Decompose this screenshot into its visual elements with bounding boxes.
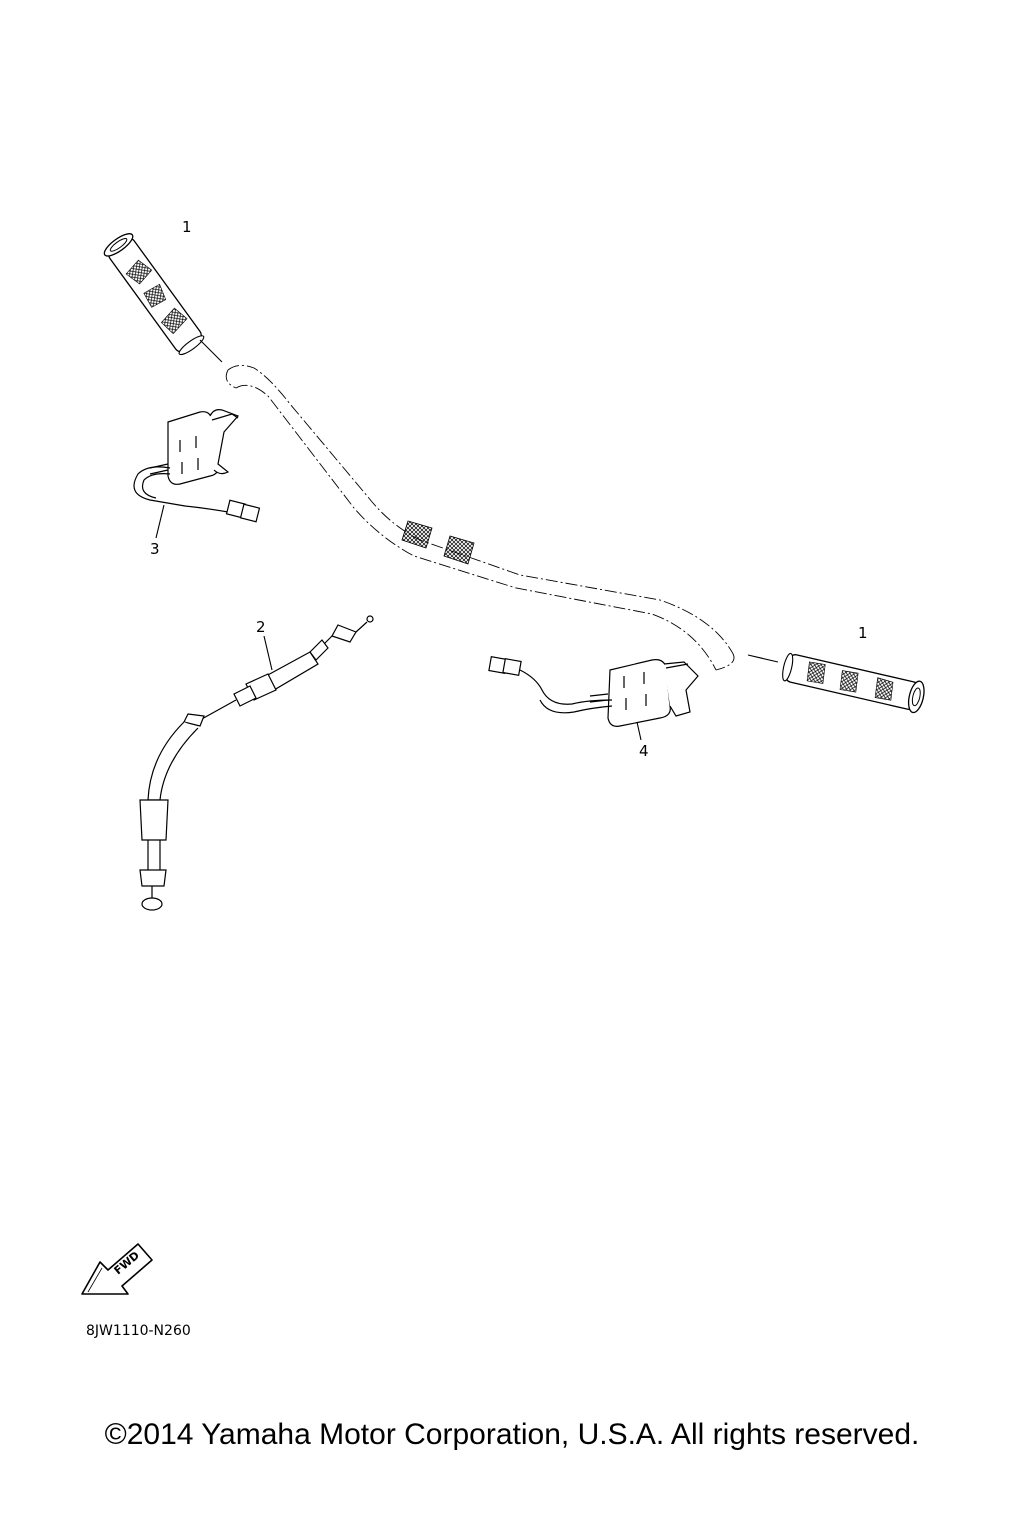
grip-left-leader <box>199 339 223 363</box>
fwd-arrow-icon: FWD <box>81 1243 153 1295</box>
grip-heater-left[interactable] <box>133 409 261 523</box>
throttle-cable-leader <box>263 635 273 671</box>
heater-left-leader <box>155 504 165 539</box>
heater-right-leader <box>636 721 642 741</box>
callout-grip-right: 1 <box>858 624 868 642</box>
callout-heater-left: 3 <box>150 540 160 558</box>
throttle-cable[interactable] <box>139 615 374 911</box>
copyright-notice: ©2014 Yamaha Motor Corporation, U.S.A. A… <box>104 1418 920 1451</box>
diagram-code: 8JW1110-N260 <box>86 1323 191 1339</box>
grip-right-leader <box>747 654 779 663</box>
grip-heater-right[interactable] <box>488 656 699 727</box>
callout-cable: 2 <box>256 618 266 636</box>
callout-grip-left: 1 <box>182 218 192 236</box>
callout-heater-right: 4 <box>639 742 649 760</box>
handlebar-knurl <box>401 520 475 565</box>
grip-right[interactable] <box>780 651 927 714</box>
grip-left[interactable] <box>101 230 207 358</box>
handlebar-phantom <box>225 365 735 671</box>
